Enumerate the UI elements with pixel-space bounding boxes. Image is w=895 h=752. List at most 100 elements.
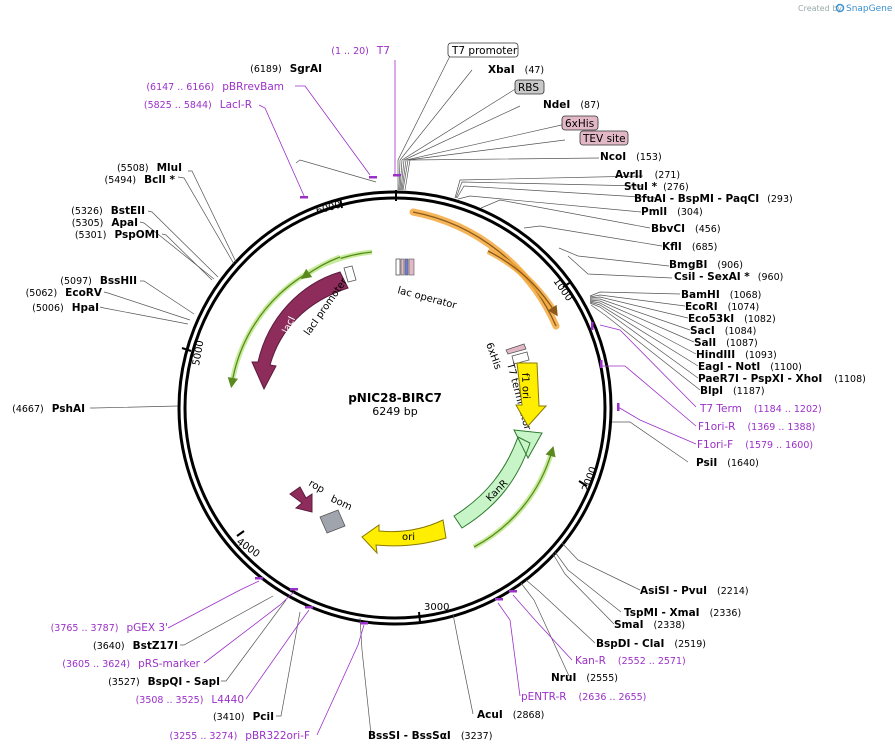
primer-prs-marker: pRS-marker: [138, 658, 201, 670]
svg-text:BamHI(1068): BamHI(1068): [681, 289, 761, 301]
his6-tag-box: [561, 115, 599, 131]
svg-text:(5326)BstEII: (5326)BstEII: [71, 205, 145, 217]
svg-text:EagI - NotI(1100): EagI - NotI(1100): [698, 361, 802, 373]
site-bsssi-bsssai: BssSI - BssSαI: [368, 730, 451, 742]
site-avrii: AvrII: [615, 169, 643, 181]
primer-labels: (1 .. 20)T7 (6147 .. 6166)pBRrevBam (582…: [51, 45, 822, 742]
t7-terminator-box: [511, 351, 530, 365]
rop-label: rop: [307, 478, 327, 496]
svg-text:SalI(1087): SalI(1087): [694, 337, 758, 349]
primer-f1ori-f: F1ori-F: [697, 439, 733, 451]
site-hindiii: HindIII: [696, 349, 735, 361]
tick-label-5000: 5000: [191, 340, 206, 367]
site-ecorv: EcoRV: [65, 287, 103, 299]
site-asisi-pvui: AsiSI - PvuI: [640, 585, 707, 597]
svg-text:PsiI(1640): PsiI(1640): [696, 457, 759, 469]
f1-ori-arrow: [515, 362, 548, 427]
site-bfuai-bspmi-paqci: BfuAI - BspMI - PaqCI: [634, 193, 759, 205]
site-nrui: NruI: [551, 672, 576, 684]
tick-label-6000: 6000: [315, 200, 342, 217]
svg-text:BmgBI(906): BmgBI(906): [669, 259, 743, 271]
site-xbai: XbaI: [488, 64, 515, 76]
svg-text:SacI(1084): SacI(1084): [690, 325, 756, 337]
site-saci: SacI: [690, 325, 715, 337]
bom-label: bom: [329, 494, 354, 513]
svg-text:(3410)PciI: (3410)PciI: [213, 711, 274, 723]
plasmid-size: 6249 bp: [372, 405, 417, 418]
svg-text:(5006)HpaI: (5006)HpaI: [32, 302, 99, 314]
svg-text:BlpI(1187): BlpI(1187): [700, 385, 765, 397]
ori-label: ori: [402, 532, 415, 543]
site-tspmi-xmai: TspMI - XmaI: [624, 607, 700, 619]
site-acui: AcuI: [477, 709, 503, 721]
svg-text:(5097)BssHII: (5097)BssHII: [60, 275, 137, 287]
site-bsteii: BstEII: [111, 205, 145, 217]
svg-text:BspDI - ClaI(2519): BspDI - ClaI(2519): [596, 638, 706, 650]
svg-text:F1ori-F(1579 .. 1600): F1ori-F(1579 .. 1600): [697, 439, 813, 451]
t7-promoter-box: [447, 42, 519, 58]
svg-text:HindIII(1093): HindIII(1093): [696, 349, 777, 361]
primer-t7: T7: [376, 45, 390, 57]
svg-text:BfuAI - BspMI - PaqCI(293): BfuAI - BspMI - PaqCI(293): [634, 193, 793, 205]
svg-text:XbaI(47): XbaI(47): [488, 64, 544, 76]
tick-label-3000: 3000: [424, 602, 449, 613]
t7-promoter-label: T7 promoter: [451, 45, 518, 57]
tick-marks: [181, 190, 588, 623]
svg-text:pENTR-R(2636 .. 2655): pENTR-R(2636 .. 2655): [521, 691, 646, 703]
laci-orf-arrow: [227, 251, 373, 389]
svg-text:(3255 .. 3274)pBR322ori-F: (3255 .. 3274)pBR322ori-F: [169, 730, 310, 742]
rbs-label: RBS: [518, 82, 539, 94]
svg-text:(5494)BclI *: (5494)BclI *: [105, 174, 176, 186]
primer-pentr-r: pENTR-R: [521, 691, 567, 703]
primer-t7-term: T7 Term: [699, 403, 742, 415]
svg-text:AcuI(2868): AcuI(2868): [477, 709, 544, 721]
primer-markers: [255, 174, 620, 625]
svg-text:(5301)PspOMI: (5301)PspOMI: [75, 229, 159, 241]
svg-text:(3605 .. 3624)pRS-marker: (3605 .. 3624)pRS-marker: [62, 658, 200, 670]
svg-text:AvrII(271): AvrII(271): [615, 169, 680, 181]
primer-pgex-3: pGEX 3': [126, 622, 168, 634]
svg-text:EcoRI(1074): EcoRI(1074): [685, 301, 759, 313]
site-ndei: NdeI: [543, 99, 570, 111]
svg-text:StuI *(276): StuI *(276): [624, 181, 689, 193]
plasmid-name: pNIC28-BIRC7: [348, 391, 442, 405]
site-ncoi: NcoI: [600, 151, 626, 163]
svg-text:AsiSI - PvuI(2214): AsiSI - PvuI(2214): [640, 585, 749, 597]
svg-text:(4667)PshAI: (4667)PshAI: [12, 403, 85, 415]
laci-promoter-box: [343, 265, 357, 283]
primer-pbr322ori-f: pBR322ori-F: [245, 730, 310, 742]
svg-text:(5062)EcoRV: (5062)EcoRV: [26, 287, 103, 299]
svg-text:Kan-R(2552 .. 2571): Kan-R(2552 .. 2571): [575, 655, 686, 667]
site-hpai: HpaI: [72, 302, 99, 314]
site-pshai: PshAI: [52, 403, 85, 415]
svg-text:(6147 .. 6166)pBRrevBam: (6147 .. 6166)pBRrevBam: [146, 81, 284, 93]
kanr-orf-arrow: [473, 446, 556, 548]
site-paer7i-pspxi-xhoi: PaeR7I - PspXI - XhoI: [698, 373, 822, 385]
rop-arrow: [289, 486, 313, 513]
site-psii: PsiI: [696, 457, 717, 469]
site-blpi: BlpI: [700, 385, 723, 397]
tick-mark-5000: [181, 347, 192, 352]
site-eagi-noti: EagI - NotI: [698, 361, 760, 373]
svg-text:PmlI(304): PmlI(304): [641, 206, 703, 218]
site-bmgbi: BmgBI: [669, 259, 707, 271]
primer-leader-lines: [167, 60, 697, 736]
site-bspdi-clai: BspDI - ClaI: [596, 638, 664, 650]
tick-mark-4000: [236, 530, 245, 537]
primer-f1ori-r: F1ori-R: [698, 421, 735, 433]
svg-text:F1ori-R(1369 .. 1388): F1ori-R(1369 .. 1388): [698, 421, 815, 433]
svg-text:(5305)ApaI: (5305)ApaI: [72, 217, 138, 229]
site-bstz17i: BstZ17I: [133, 640, 178, 652]
svg-text:TspMI - XmaI(2336): TspMI - XmaI(2336): [624, 607, 741, 619]
insert-orf-arrow: [487, 250, 558, 317]
svg-text:(3527)BspQI - SapI: (3527)BspQI - SapI: [108, 676, 220, 688]
ori-arrow: [361, 519, 447, 555]
f1-ori-label: f1 ori: [519, 373, 531, 399]
site-bspqi-sapi: BspQI - SapI: [148, 676, 220, 688]
site-bbvci: BbvCI: [651, 223, 685, 235]
site-pcii: PciI: [253, 711, 274, 723]
lac-operator-label: lac operator: [396, 285, 458, 312]
site-sgrai: SgrAI: [290, 63, 322, 75]
primer-l4440: L4440: [211, 694, 244, 706]
